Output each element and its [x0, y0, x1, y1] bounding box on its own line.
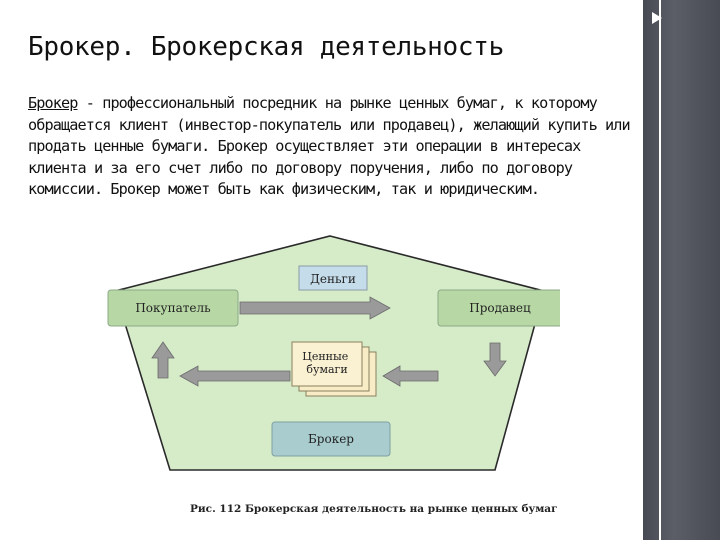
buyer-label: Покупатель [135, 301, 211, 315]
buyer-up-arrow [151, 341, 175, 379]
slide-title: Брокер. Брокерская деятельность [28, 32, 504, 62]
definition-text: - профессиональный посредник на рынке це… [28, 94, 631, 198]
money-box [298, 265, 368, 291]
definition-paragraph: Брокер - профессиональный посредник на р… [28, 93, 638, 201]
securities-label: Ценные бумаги [302, 350, 352, 376]
securities-arrow-left [179, 365, 291, 387]
securities-paper-front [291, 341, 363, 387]
broker-diagram: Деньги Покупатель Продавец Ценные бумаги… [100, 228, 563, 528]
decorative-sidebar [643, 0, 720, 540]
definition-term: Брокер [28, 94, 78, 112]
broker-label: Брокер [308, 432, 354, 446]
seller-label: Продавец [469, 301, 531, 315]
money-flow-arrow [239, 296, 391, 320]
money-label: Деньги [310, 272, 356, 286]
chevron-right-icon [652, 12, 662, 24]
sidebar-divider [659, 0, 661, 540]
securities-arrow-right [382, 365, 439, 387]
buyer-box [107, 289, 239, 327]
broker-box [271, 421, 391, 457]
figure-caption: Рис. 112 Брокерская деятельность на рынк… [190, 503, 558, 515]
seller-down-arrow [483, 342, 507, 377]
